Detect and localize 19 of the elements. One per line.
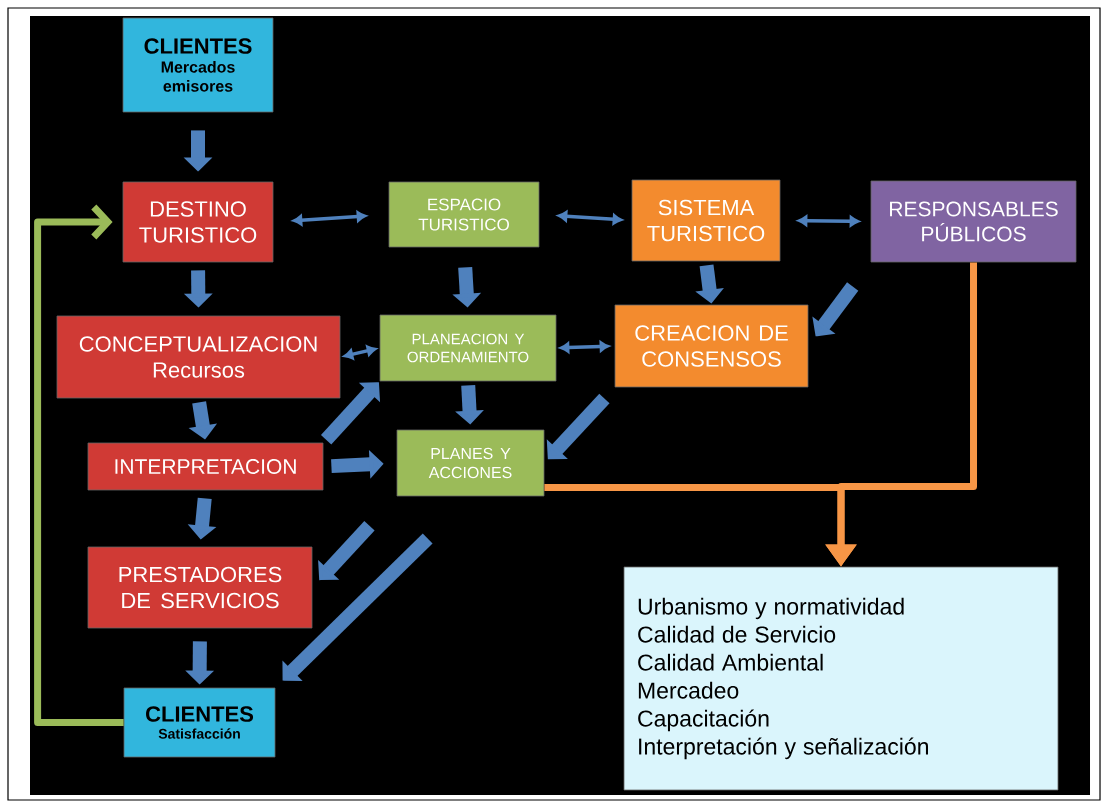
process-box: PLANEACION Y ORDENAMIENTO (379, 314, 557, 382)
arrow (282, 533, 433, 682)
process-box: SISTEMA TURISTICO (631, 179, 781, 262)
arrow (292, 211, 367, 226)
arrow (797, 215, 860, 227)
process-box: CONCEPTUALIZACION Recursos (56, 315, 341, 399)
client-box: CLIENTES Mercados emisores (122, 17, 274, 113)
process-box: CREACION DE CONSENSOS (614, 304, 809, 388)
arrow (343, 345, 377, 360)
client-box: CLIENTES Satisfacción (123, 687, 276, 758)
process-box: INTERPRETACION (87, 442, 324, 491)
process-box: DESTINO TURISTICO (122, 181, 274, 263)
process-box: PRESTADORES DE SERVICIOS (87, 546, 313, 629)
process-box: PLANES Y ACCIONES (396, 429, 545, 497)
list-box: Urbanismo y normatividad Calidad de Servicio Calidad Ambiental Mercadeo Capacitación Interpretación y señalización (623, 566, 1059, 791)
process-box: RESPONSABLES PÚBLICOS (870, 180, 1077, 263)
arrow (557, 210, 623, 225)
process-box: ESPACIO TURISTICO (388, 181, 540, 248)
arrow (559, 341, 610, 354)
